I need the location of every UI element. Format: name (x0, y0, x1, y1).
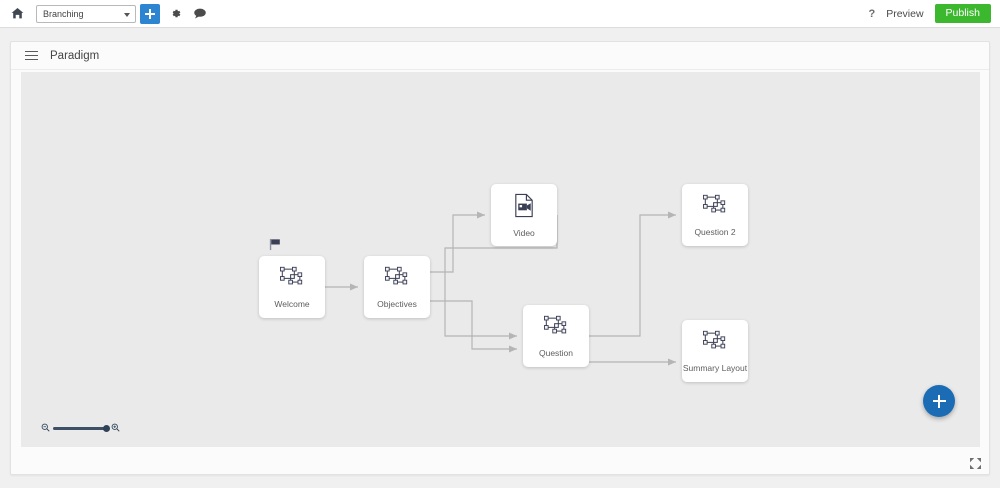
node-video[interactable]: Video (491, 184, 557, 246)
video-page-icon (513, 193, 535, 223)
panel-footer (11, 447, 989, 474)
add-slide-button[interactable] (140, 3, 160, 24)
node-label: Objectives (377, 299, 417, 309)
preview-button[interactable]: Preview (886, 7, 924, 20)
node-label: Summary Layout (682, 363, 748, 373)
zoom-slider[interactable] (53, 424, 110, 432)
node-label: Question (538, 348, 574, 358)
node-label: Welcome (274, 299, 310, 309)
zoom-out-icon[interactable] (41, 419, 50, 437)
page-title: Paradigm (50, 49, 100, 62)
panel-header: Paradigm (11, 42, 989, 70)
plus-icon (932, 394, 946, 408)
node-summary-layout[interactable]: Summary Layout (682, 320, 748, 382)
comment-bubble-icon[interactable] (190, 4, 210, 24)
layout-icon (383, 265, 411, 294)
node-objectives[interactable]: Objectives (364, 256, 430, 318)
publish-button[interactable]: Publish (934, 3, 991, 24)
home-icon[interactable] (7, 4, 27, 24)
node-welcome[interactable]: Welcome (259, 256, 325, 318)
story-panel: Paradigm (10, 41, 990, 475)
help-button[interactable]: ? (868, 7, 876, 20)
expand-arrows-icon[interactable] (970, 456, 981, 469)
layout-icon (701, 329, 729, 358)
hamburger-icon[interactable] (25, 48, 38, 63)
toolbar-right-group: ? Preview Publish (868, 3, 1000, 24)
top-toolbar: Branching ? Preview Publish (0, 0, 1000, 28)
zoom-control (41, 419, 120, 437)
branching-canvas[interactable]: Welcome Objectives (21, 72, 980, 447)
node-question[interactable]: Question (523, 305, 589, 367)
chevron-down-icon (124, 12, 130, 17)
start-flag-icon[interactable] (269, 238, 281, 256)
edge-connectors (325, 211, 676, 366)
node-label: Question 2 (694, 227, 736, 237)
zoom-in-icon[interactable] (111, 419, 120, 437)
toolbar-left-group: Branching (0, 3, 210, 24)
node-question-2[interactable]: Question 2 (682, 184, 748, 246)
project-select-value: Branching (43, 8, 84, 19)
node-label: Video (513, 227, 535, 238)
layout-icon (542, 314, 570, 343)
add-node-fab[interactable] (923, 385, 955, 417)
layout-icon (701, 193, 729, 222)
gear-icon[interactable] (165, 4, 185, 24)
project-select[interactable]: Branching (36, 4, 136, 23)
slider-handle[interactable] (103, 424, 110, 432)
layout-icon (278, 265, 306, 294)
plus-icon (145, 8, 155, 19)
